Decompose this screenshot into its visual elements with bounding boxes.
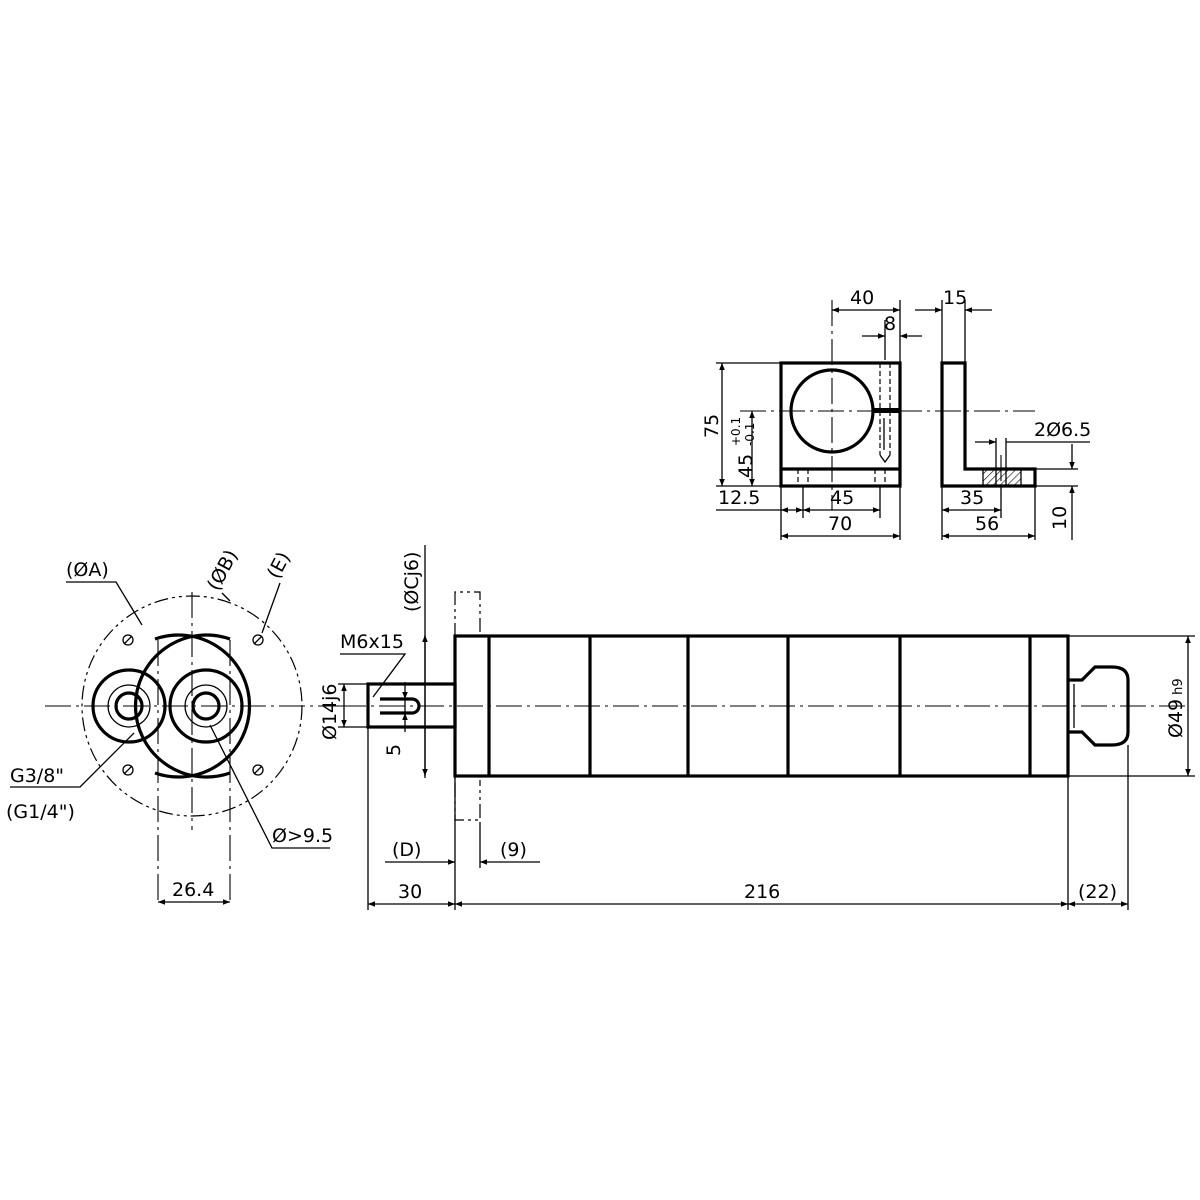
base-hole-section-hatch [982,468,1022,487]
port-left-outer [91,668,167,744]
bracket-front-view: 40 8 75 45 +0.1 -0.1 12.5 45 70 [701,287,1035,540]
port-left-mid [107,684,151,728]
label-phi-b: (ØB) [203,546,243,594]
label-phi14j6: Ø14j6 [319,684,341,741]
end-view: (ØA) (ØB) (E) G3/8" (G1/4") Ø>9.5 26.4 [6,546,340,905]
label-g38: G3/8" [10,765,64,787]
label-tol-minus: -0.1 [743,423,757,446]
bracket-front-outline [779,361,902,488]
port-right-outer [168,668,244,744]
label-phi-a: (ØA) [66,559,109,581]
label-9: (9) [500,839,527,861]
leader-e [261,582,281,634]
label-12-5: 12.5 [718,487,760,509]
label-phi95: Ø>9.5 [272,825,333,847]
label-35: 35 [960,487,984,509]
shaft-keyway [380,697,421,715]
label-45-bottom: 45 [830,487,854,509]
label-75: 75 [701,414,723,438]
label-216: 216 [744,881,780,903]
drive-shaft [366,682,457,729]
side-view: (ØCj6) M6x15 Ø14j6 5 (D) (9) 30 216 (22)… [319,545,1195,910]
port-right-inner [191,691,221,721]
label-56: 56 [975,513,999,535]
housing-right-lobe [154,633,252,779]
label-70: 70 [828,513,852,535]
label-26-4: 26.4 [172,879,214,901]
label-m6x15: M6x15 [340,631,404,653]
clamp-screw-tip [879,454,891,464]
label-10: 10 [1049,506,1071,530]
label-45-height: 45 [735,454,757,478]
label-d: (D) [392,839,421,861]
label-tol-plus: +0.1 [729,417,743,446]
leader-m6x15 [340,653,407,698]
label-2phi65: 2Ø6.5 [1034,419,1091,441]
label-40: 40 [850,287,874,309]
label-keyway-5: 5 [383,744,405,756]
label-15: 15 [943,287,967,309]
label-e: (E) [263,548,295,582]
port-right-mid [184,684,228,728]
bracket-side-view: 15 2Ø6.5 35 56 10 [915,287,1091,540]
leader-g38 [10,732,135,788]
label-8: 8 [884,313,896,335]
port-left-inner [114,691,144,721]
label-phi49: Ø49h9 [1165,678,1187,738]
leader-phi-a [66,581,143,626]
leader-phi95 [209,724,330,849]
label-22: (22) [1078,881,1117,903]
label-30: 30 [398,881,422,903]
rear-end-cap [1068,665,1130,747]
bracket-slot [873,408,900,413]
bracket-l-profile [940,361,1037,488]
label-g14: (G1/4") [6,801,75,823]
leader-phi-b [221,592,231,602]
label-phi-cj6: (ØCj6) [401,552,423,612]
flange-outline-circle [81,595,303,817]
bolt-hole-icon [122,634,264,776]
